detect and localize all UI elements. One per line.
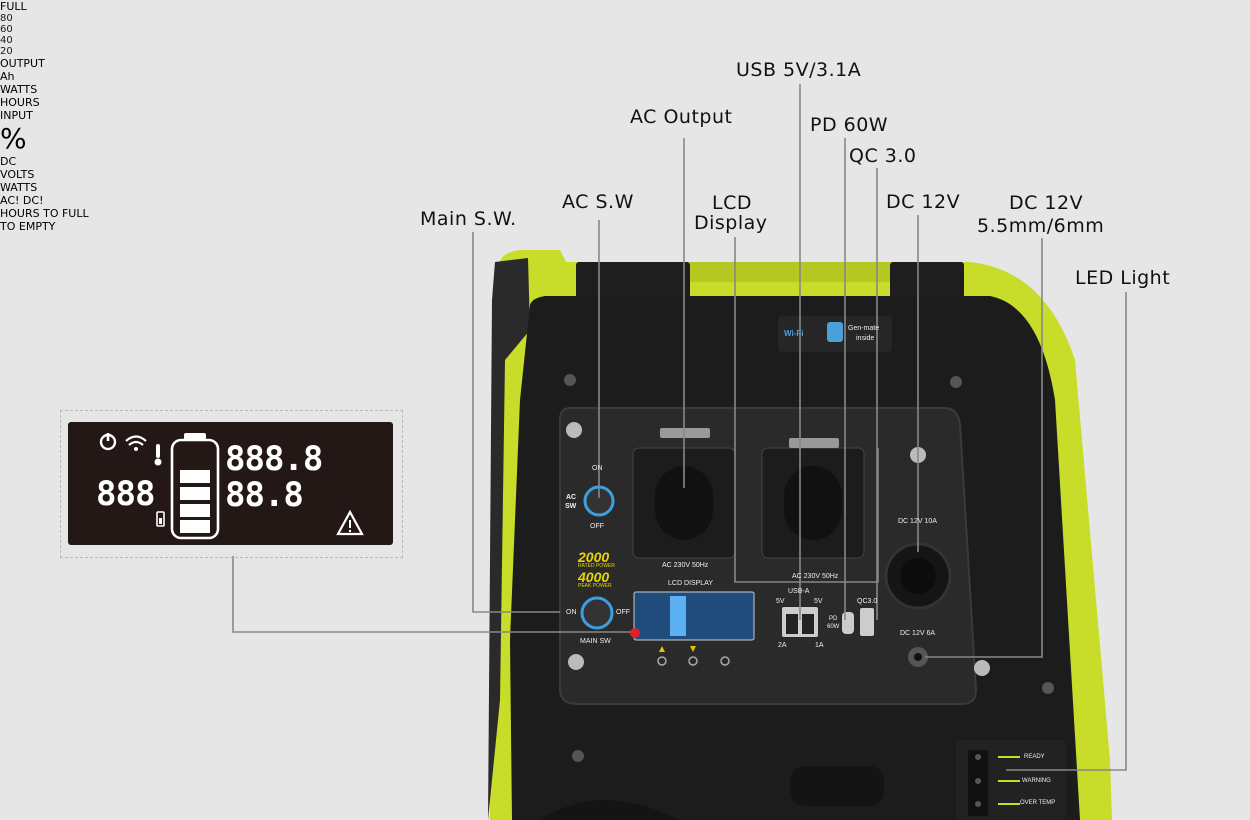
main-switch <box>580 596 614 630</box>
rated-power: 2000 <box>578 549 610 565</box>
label-lcd-1: LCD <box>712 192 752 214</box>
handle-center <box>690 262 890 282</box>
panel-screw <box>568 654 584 670</box>
handle-right <box>890 262 964 300</box>
qc-port <box>860 608 874 636</box>
rated-sub: RATED POWER <box>578 563 615 569</box>
main-on-text: ON <box>566 609 577 616</box>
ac-sw-text-2: SW <box>565 503 577 510</box>
callout-led <box>1006 292 1127 771</box>
warning-text: WARNING <box>1022 778 1051 784</box>
ready-text: READY <box>1024 754 1045 760</box>
panel-screw <box>566 422 582 438</box>
ac-off-text: OFF <box>590 523 604 530</box>
lcd-detail-bg <box>68 422 393 545</box>
peak-power: 4000 <box>578 569 610 585</box>
panel-screw <box>974 660 990 676</box>
genmate-text-1: Gen-mate <box>848 325 880 332</box>
callout-lcd-detail <box>232 556 634 633</box>
ac-socket-2-label: AC 230V 50Hz <box>792 573 839 580</box>
ac-socket-1-label: AC 230V 50Hz <box>662 562 709 569</box>
label-dc12v: DC 12V <box>886 191 961 213</box>
label-dc-round-1: DC 12V <box>1009 192 1084 214</box>
label-led-light: LED Light <box>1075 267 1171 289</box>
peak-sub: PEAK POWER <box>578 583 612 589</box>
pd-text-1: PD <box>829 616 838 622</box>
usb-a-text: USB-A <box>788 588 810 595</box>
usb-5v-right: 5V <box>814 598 823 605</box>
callout-lcd <box>734 237 879 583</box>
callout-dc-round <box>925 238 1043 658</box>
lcd-detail-graphics <box>99 433 364 540</box>
label-ac-sw: AC S.W <box>562 191 634 213</box>
callout-lines <box>232 84 1127 771</box>
pd-text-2: 60W <box>827 624 840 630</box>
marker-dot <box>630 628 640 638</box>
dc-10a-text: DC 12V 10A <box>898 518 937 525</box>
over-temp-text: OVER TEMP <box>1020 800 1056 806</box>
label-ac-output: AC Output <box>630 106 733 128</box>
usb-2a-text: 2A <box>778 642 787 649</box>
qc-text: QC3.0 <box>857 598 878 605</box>
lcd-display-text: LCD DISPLAY <box>668 580 713 587</box>
callout-main-sw <box>472 232 560 613</box>
genmate-text-2: inside <box>856 335 875 342</box>
wifi-text: Wi-Fi <box>784 329 804 338</box>
label-dc-round-2: 5.5mm/6mm <box>977 215 1105 237</box>
label-qc: QC 3.0 <box>849 145 917 167</box>
main-sw-text: MAIN SW <box>580 638 611 645</box>
lcd-detail-frame <box>60 410 403 558</box>
left-side-strip <box>488 258 530 820</box>
label-pd: PD 60W <box>810 114 889 136</box>
main-off-text: OFF <box>616 609 630 616</box>
pd-port <box>842 612 854 634</box>
usb-5v-left: 5V <box>776 598 785 605</box>
mini-lcd <box>633 591 755 641</box>
handle-left <box>576 262 690 300</box>
dc-6a-text: DC 12V 6A <box>900 630 936 637</box>
label-lcd-2: Display <box>694 212 768 234</box>
ac-on-text: ON <box>592 465 603 472</box>
ac-sw-text-1: AC <box>566 494 577 501</box>
label-usb: USB 5V/3.1A <box>736 59 862 81</box>
label-main-sw: Main S.W. <box>420 208 517 230</box>
usb-1a-text: 1A <box>815 642 824 649</box>
